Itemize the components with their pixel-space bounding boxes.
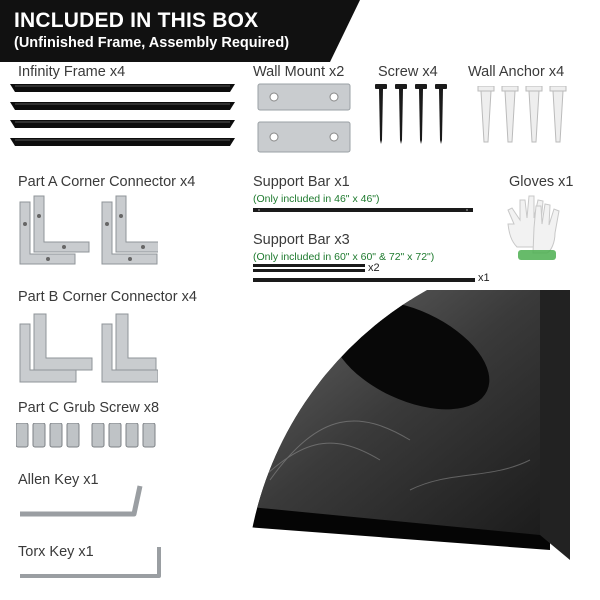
gloves-image — [507, 195, 560, 260]
support-bar-1-label: Support Bar x1 — [253, 174, 350, 190]
part-a-label: Part A Corner Connector x4 — [18, 174, 196, 190]
screw-image — [375, 84, 447, 144]
support-bar-1-note: (Only included in 46" x 46") — [253, 193, 380, 205]
gloves-label: Gloves x1 — [509, 174, 574, 190]
support-bar-1-image — [253, 208, 473, 212]
framed-artwork-image — [245, 290, 570, 560]
support-bar-3-image — [253, 264, 475, 282]
support-bar-3-label: Support Bar x3 — [253, 232, 350, 248]
infinity-frame-image — [10, 84, 235, 146]
wall-anchor-label: Wall Anchor x4 — [468, 64, 565, 80]
wall-mount-image — [257, 83, 351, 153]
part-c-label: Part C Grub Screw x8 — [18, 400, 160, 416]
allen-key-label: Allen Key x1 — [18, 472, 99, 488]
header-banner — [0, 0, 360, 62]
banner-title: INCLUDED IN THIS BOX — [14, 9, 259, 32]
support-bar-3-note: (Only included in 60" x 60" & 72" x 72") — [253, 251, 435, 263]
support-bar-short-qty: x2 — [368, 262, 380, 274]
part-a-connector-image — [19, 195, 158, 265]
wall-mount-label: Wall Mount x2 — [253, 64, 345, 80]
grub-screw-image — [16, 423, 156, 448]
torx-key-label: Torx Key x1 — [18, 544, 94, 560]
support-bar-long-qty: x1 — [478, 272, 490, 284]
part-b-label: Part B Corner Connector x4 — [18, 289, 197, 305]
infinity-frame-label: Infinity Frame x4 — [18, 64, 126, 80]
torx-key-image — [20, 547, 161, 578]
part-b-connector-image — [19, 313, 158, 383]
wall-anchor-image — [477, 86, 567, 143]
screw-label: Screw x4 — [378, 64, 438, 80]
banner-subtitle: (Unfinished Frame, Assembly Required) — [14, 35, 290, 51]
allen-key-image — [20, 485, 143, 517]
